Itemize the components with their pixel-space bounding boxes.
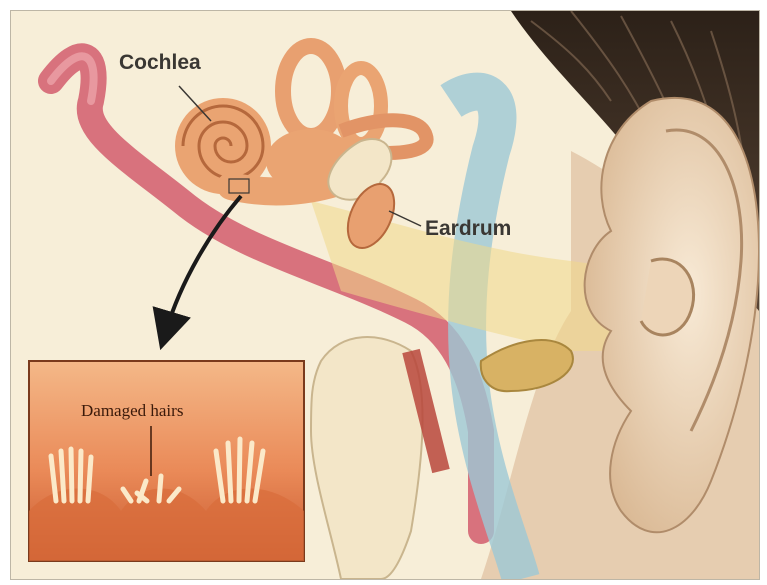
damaged-hairs-label: Damaged hairs <box>81 401 183 421</box>
cochlea-base <box>231 181 341 191</box>
illustration-artwork <box>11 11 759 579</box>
cochlea-label: Cochlea <box>119 51 201 75</box>
ear-anatomy-illustration: Cochlea Eardrum Damaged hairs <box>10 10 760 580</box>
hair-cells-inset <box>29 361 304 561</box>
semicircular-canal-1 <box>283 46 339 136</box>
jaw-bone <box>311 337 423 579</box>
eardrum-label: Eardrum <box>425 217 511 241</box>
